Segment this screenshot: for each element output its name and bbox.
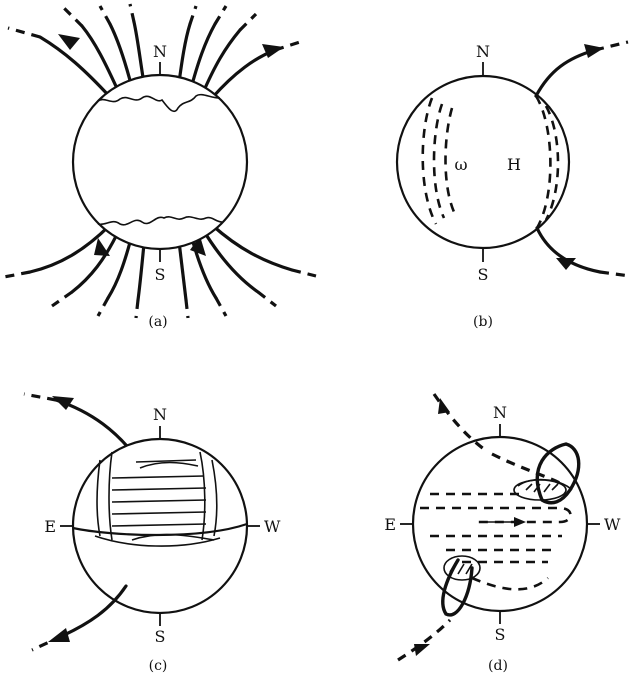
field-line-out-b: [536, 50, 595, 96]
south-label-a: S: [155, 265, 166, 284]
east-label-c: E: [44, 517, 56, 536]
north-label-b: N: [476, 42, 490, 61]
caption-b: (b): [473, 314, 493, 330]
south-label-d: S: [495, 625, 506, 644]
north-label-a: N: [153, 42, 167, 61]
panel-c: N S E W (c): [24, 394, 281, 674]
omega-label: ω: [454, 155, 467, 174]
north-label-c: N: [153, 405, 167, 424]
field-line-in-d: [398, 620, 450, 660]
panel-b: N S ω H (b): [397, 42, 630, 330]
panel-d: N S E W (d): [384, 394, 621, 674]
west-label-d: W: [604, 515, 621, 534]
panel-a: N S (a): [4, 4, 316, 330]
caption-c: (c): [149, 658, 168, 674]
east-label-d: E: [384, 515, 396, 534]
caption-d: (d): [488, 658, 508, 674]
south-label-c: S: [155, 627, 166, 646]
h-label: H: [507, 155, 521, 174]
west-label-c: W: [264, 517, 281, 536]
sun-disk-d: [413, 437, 587, 611]
south-label-b: S: [478, 265, 489, 284]
caption-a: (a): [148, 314, 167, 330]
north-label-d: N: [493, 403, 507, 422]
